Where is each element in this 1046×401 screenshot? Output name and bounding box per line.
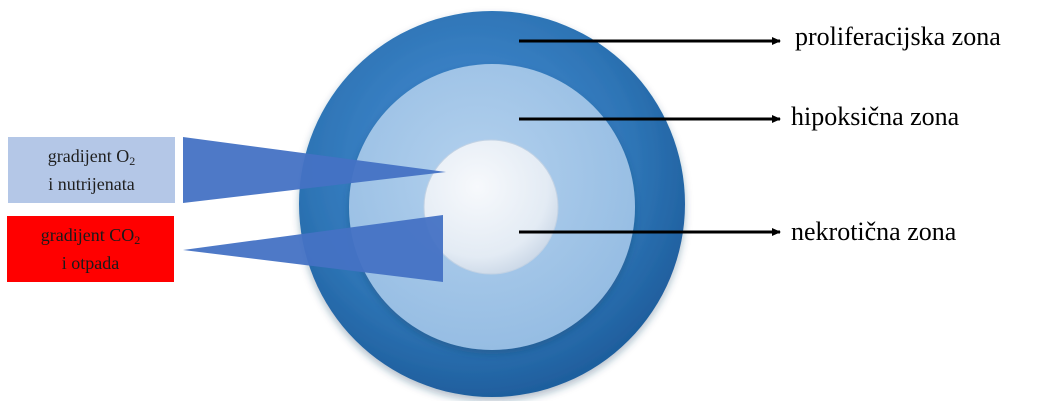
hypoxic-zone-label: hipoksična zona (791, 102, 959, 132)
oxygen-gradient-title: gradijent O2 (48, 145, 135, 173)
co2-gradient-prefix: gradijent CO (41, 225, 134, 245)
oxygen-gradient-subtitle: i nutrijenata (48, 173, 134, 196)
co2-gradient-title: gradijent CO2 (41, 224, 140, 252)
co2-gradient-box: gradijent CO2 i otpada (7, 216, 174, 282)
co2-gradient-subtitle: i otpada (62, 252, 119, 275)
oxygen-gradient-prefix: gradijent O (48, 146, 129, 166)
proliferation-zone-label: proliferacijska zona (795, 22, 1001, 52)
co2-subscript: 2 (134, 233, 140, 247)
necrotic-core (424, 140, 558, 274)
oxygen-gradient-box: gradijent O2 i nutrijenata (8, 137, 175, 203)
necrotic-zone-label: nekrotična zona (791, 217, 956, 247)
oxygen-subscript: 2 (129, 154, 135, 168)
